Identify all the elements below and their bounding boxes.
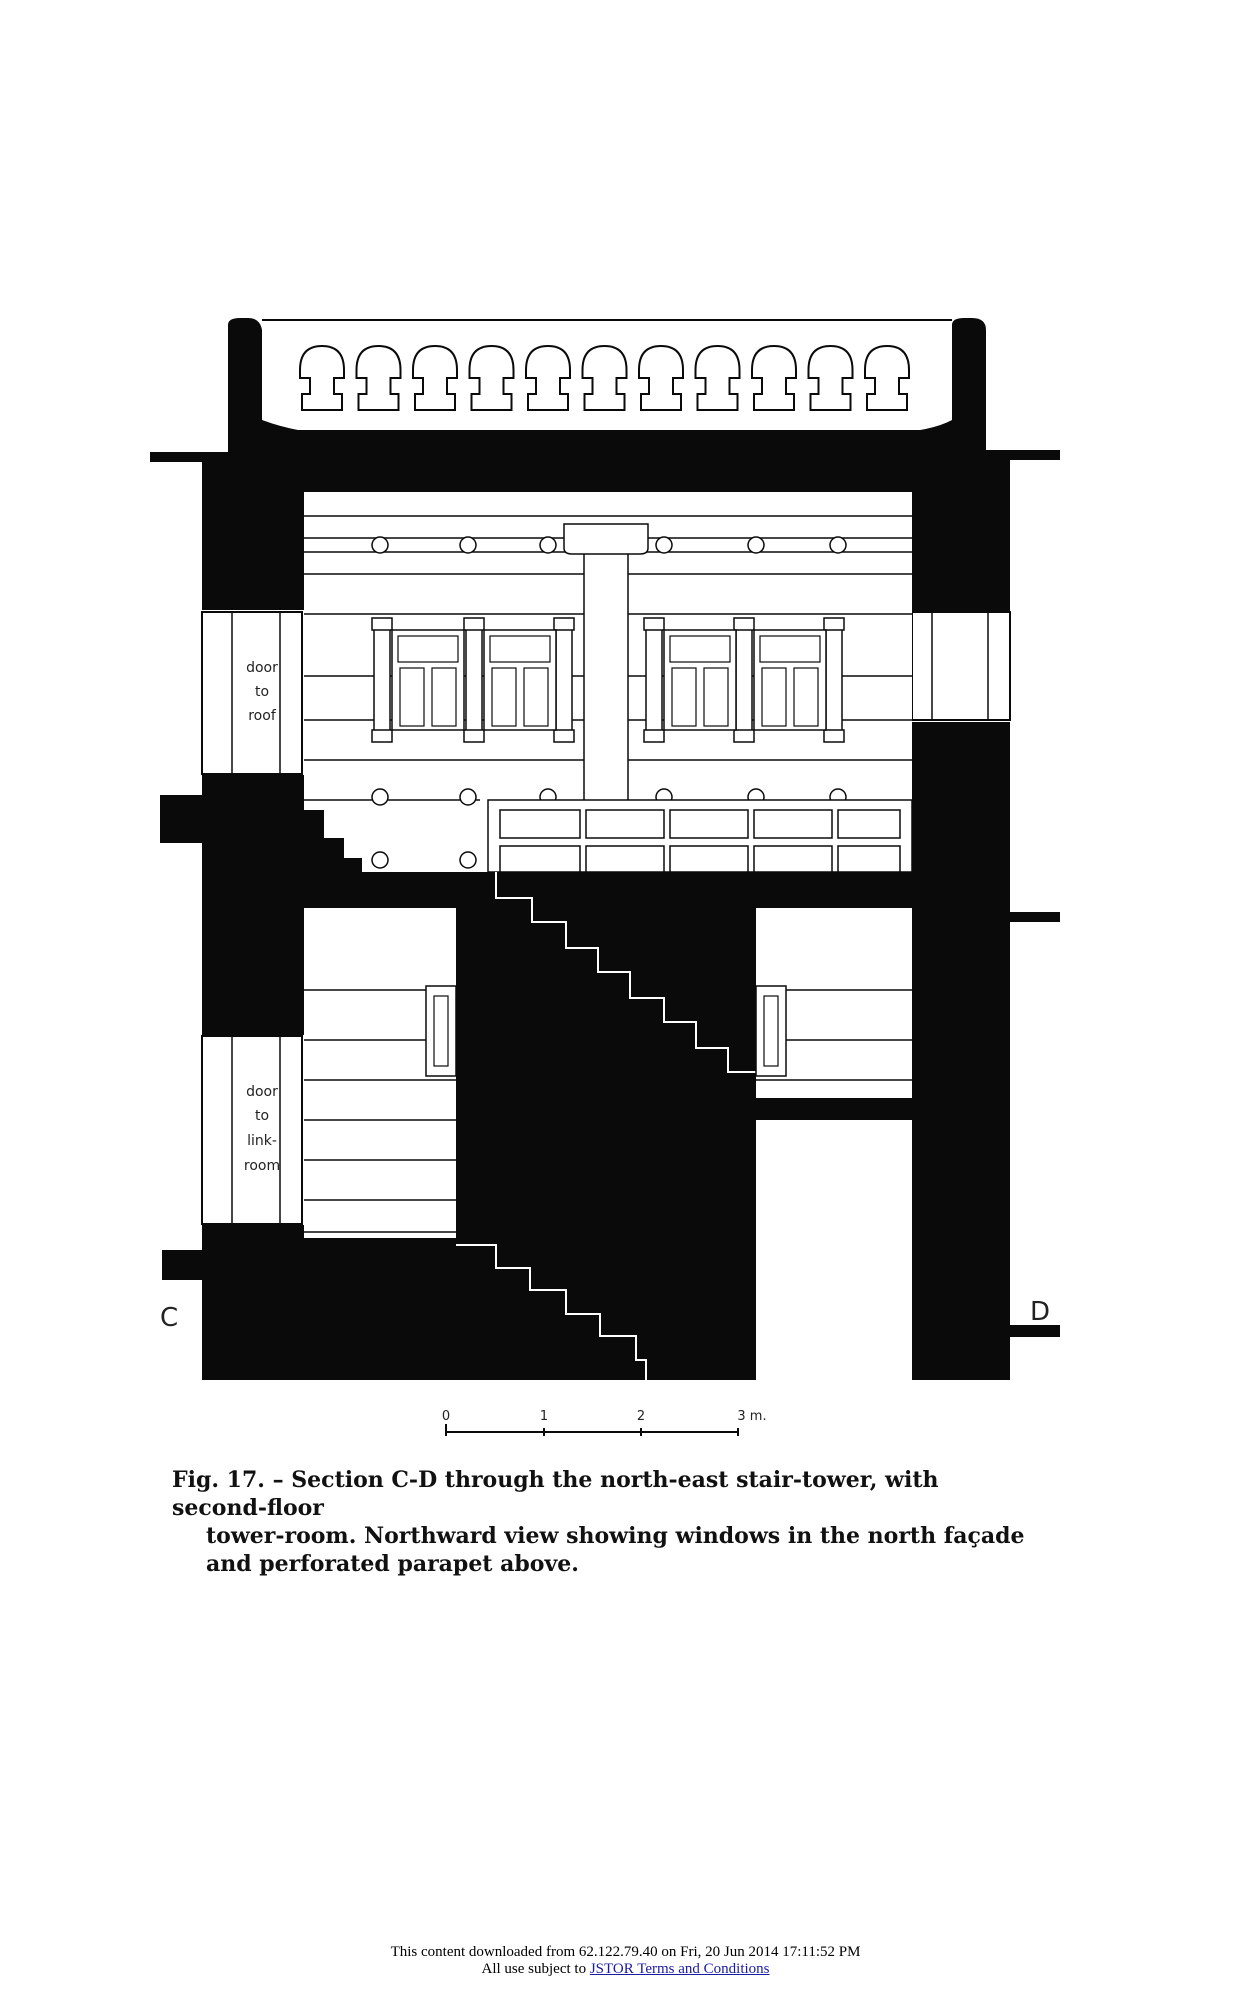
parapet-perforation xyxy=(864,344,910,411)
figure-caption: Fig. 17. – Section C-D through the north… xyxy=(172,1466,1032,1578)
window-pilaster xyxy=(825,619,843,741)
section-marker-c: C xyxy=(160,1303,178,1333)
door-to-link-room-label-3: link- xyxy=(247,1133,277,1149)
parapet-perforation xyxy=(581,344,628,411)
left-wall xyxy=(160,460,304,1380)
wall-stud xyxy=(829,536,847,554)
upper-room-facade xyxy=(304,492,913,873)
parapet-perforation xyxy=(299,344,345,411)
terms-prefix: All use subject to xyxy=(481,1961,587,1977)
terms-notice: All use subject to JSTOR Terms and Condi… xyxy=(0,1961,1251,1978)
parapet-perforation xyxy=(807,344,854,411)
door-to-link-room-label-1: door xyxy=(246,1084,278,1100)
caption-line-2: tower-room. Northward view showing windo… xyxy=(206,1523,1025,1549)
parapet-perforation xyxy=(355,344,402,411)
door-to-link-room-label-2: to xyxy=(255,1108,269,1124)
window-pilaster xyxy=(373,619,391,741)
window xyxy=(753,629,827,731)
parapet-perforations xyxy=(299,344,910,411)
parapet-perforation xyxy=(751,344,797,411)
window-pilaster xyxy=(555,619,573,741)
north-facade-windows xyxy=(371,617,845,743)
scale-tick-0: 0 xyxy=(442,1409,450,1424)
balustrade xyxy=(487,799,913,873)
scale-tick-1: 1 xyxy=(540,1409,548,1424)
caption-line-1: Section C-D through the north-east stair… xyxy=(172,1467,939,1521)
parapet-perforation xyxy=(468,344,515,411)
parapet-perforation xyxy=(525,344,571,411)
scale-tick-2: 2 xyxy=(637,1409,645,1424)
door-to-roof-label-2: to xyxy=(255,684,269,700)
wall-stud xyxy=(459,851,477,869)
second-floor-slab xyxy=(304,872,912,908)
parapet-perforation xyxy=(638,344,684,411)
wall-stud xyxy=(371,536,389,554)
jstor-terms-link[interactable]: JSTOR Terms and Conditions xyxy=(589,1961,770,1977)
window-pilaster xyxy=(465,619,483,741)
window xyxy=(391,629,465,731)
parapet-perforation xyxy=(412,344,458,411)
right-opening xyxy=(911,611,1011,721)
door-to-roof-label-3: roof xyxy=(248,708,277,724)
parapet-perforation xyxy=(694,344,741,411)
window xyxy=(483,629,557,731)
scale-tick-3: 3 m. xyxy=(737,1409,766,1424)
download-notice: This content downloaded from 62.122.79.4… xyxy=(390,1944,861,1960)
wall-stud xyxy=(371,788,389,806)
wall-stud xyxy=(655,536,673,554)
caption-line-3: and perforated parapet above. xyxy=(206,1551,579,1577)
door-to-link-room-label-4: room xyxy=(244,1158,280,1174)
section-drawing: door to roof door to link- room xyxy=(150,318,1060,1436)
perforated-parapet xyxy=(228,318,986,440)
wall-stud xyxy=(371,851,389,869)
window xyxy=(663,629,737,731)
wall-stud xyxy=(747,536,765,554)
section-marker-d: D xyxy=(1030,1297,1050,1327)
door-to-link-room: door to link- room xyxy=(201,1035,303,1225)
scale-bar: 0 1 2 3 m. xyxy=(442,1409,767,1436)
lower-level xyxy=(304,872,912,1380)
wall-stud xyxy=(539,536,557,554)
wall-stud xyxy=(459,536,477,554)
window-pilaster xyxy=(645,619,663,741)
window-pilaster xyxy=(735,619,753,741)
figure-label: Fig. 17. – xyxy=(172,1467,284,1493)
roof-slab xyxy=(150,430,1060,492)
right-wall xyxy=(912,460,1060,1380)
wall-stud xyxy=(459,788,477,806)
door-to-roof: door to roof xyxy=(201,611,303,775)
door-to-roof-label-1: door xyxy=(246,660,278,676)
